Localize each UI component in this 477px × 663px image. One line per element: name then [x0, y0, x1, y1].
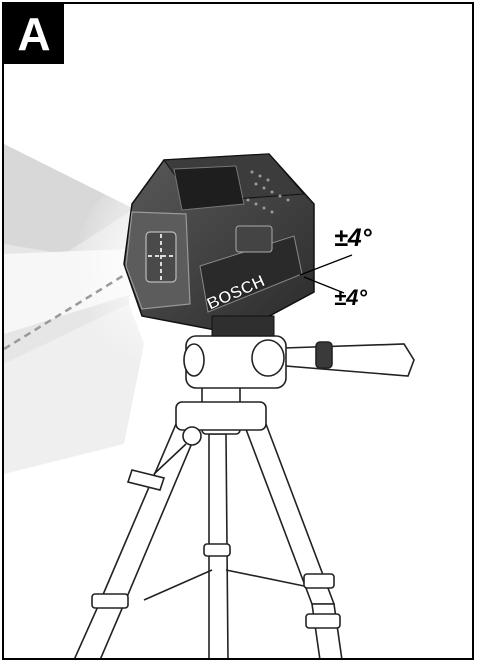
tilt-angle-label: ±4° — [334, 224, 372, 252]
laser-level-on-tripod-illustration: BOSCH — [4, 144, 415, 658]
figure-label-badge: A — [4, 4, 64, 64]
tilt-indicator-lines — [299, 254, 353, 294]
tripod — [74, 335, 415, 658]
roll-angle-label: ±4° — [334, 285, 368, 310]
laser-beam-fan — [4, 144, 214, 474]
laser-level: BOSCH — [123, 153, 315, 337]
